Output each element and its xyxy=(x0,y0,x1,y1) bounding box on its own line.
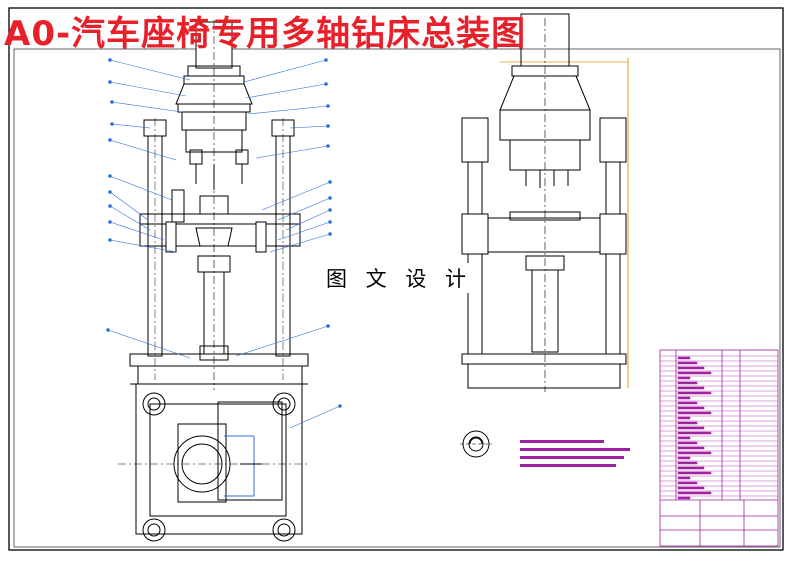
drawing-title: A0-汽车座椅专用多轴钻床总装图 xyxy=(4,14,527,54)
balloon-callout-icon xyxy=(108,174,112,178)
balloon-callout-icon xyxy=(328,208,332,212)
balloon-callout-icon xyxy=(106,328,110,332)
balloon-callout-icon xyxy=(328,180,332,184)
balloon-callout-icon xyxy=(328,196,332,200)
balloon-callout-icon xyxy=(108,238,112,242)
balloon-callout-icon xyxy=(108,220,112,224)
front-view xyxy=(129,20,309,390)
sheet-border xyxy=(8,7,784,551)
balloon-callout-icon xyxy=(328,220,332,224)
balloon-callout-icon xyxy=(338,404,342,408)
balloon-callout-icon xyxy=(324,82,328,86)
inner-frame xyxy=(13,48,781,548)
bolt-hole-icon xyxy=(142,392,296,542)
balloon-callout-icon xyxy=(326,104,330,108)
detail-view xyxy=(460,430,492,458)
balloon-callout-icon xyxy=(108,190,112,194)
title-block xyxy=(659,349,779,547)
balloon-callout-icon xyxy=(326,124,330,128)
balloon-callout-icon xyxy=(108,80,112,84)
balloon-callout-icon xyxy=(324,58,328,62)
plan-view xyxy=(118,383,310,535)
balloon-callout-icon xyxy=(108,204,112,208)
balloon-callout-icon xyxy=(326,324,330,328)
watermark: 图 文 设 计 xyxy=(326,263,473,293)
balloon-callout-icon xyxy=(108,58,112,62)
leader-lines xyxy=(106,58,342,429)
balloon-callout-icon xyxy=(326,144,330,148)
technical-notes xyxy=(520,440,630,467)
parts-list-rows xyxy=(660,355,778,500)
balloon-callout-icon xyxy=(108,138,112,142)
side-view xyxy=(461,13,627,392)
balloon-callout-icon xyxy=(328,232,332,236)
balloon-callout-icon xyxy=(110,100,114,104)
balloon-callout-icon xyxy=(110,122,114,126)
